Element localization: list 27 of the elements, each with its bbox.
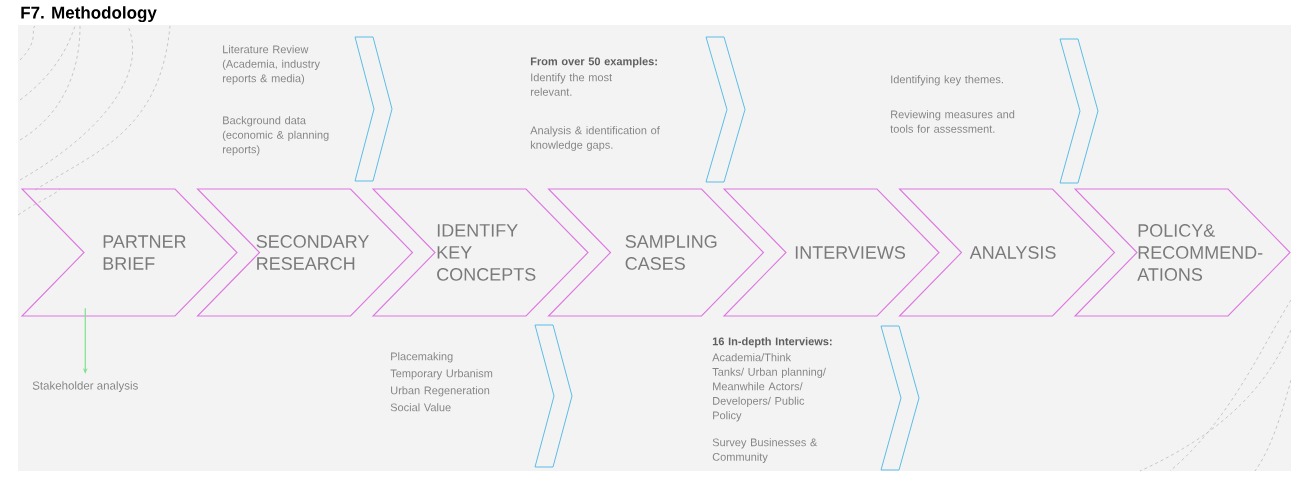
chevron-marker (880, 325, 920, 471)
note-text: Identify the most relevant. (530, 73, 613, 96)
note-text: Reviewing measures and tools for assessment. (890, 110, 1015, 133)
chevron-marker (534, 324, 573, 468)
chevron-step: IDENTIFY KEY CONCEPTS (371, 188, 589, 317)
chevron-step: PARTNER BRIEF (20, 188, 238, 317)
note-text: Social Value (390, 403, 451, 412)
note-text: Academia/Think Tanks/ Urban planning/ Meanwhile Actors/ Developers/ Public Policy (712, 353, 826, 422)
note-text: 16 In-depth Interviews: (712, 337, 832, 348)
chevron-step: SAMPLING CASES (547, 188, 765, 317)
note-text: Survey Businesses & Community (712, 438, 818, 463)
note-text: From over 50 examples: (530, 57, 657, 68)
chevron-step: POLICY& RECOMMEND-ATIONS (1073, 188, 1291, 317)
chevron-marker (354, 36, 393, 182)
chevron-marker (1059, 38, 1099, 184)
note-text: Identifying key themes. (891, 75, 1003, 86)
note-text: Literature Review (Academia, industry reports & media) (222, 45, 320, 85)
note-text: Urban Regeneration (391, 386, 490, 397)
step-note: Stakeholder analysis (32, 381, 138, 392)
chevron-step: SECONDARY RESEARCH (196, 188, 414, 317)
note-text: Placemaking (391, 352, 453, 363)
note-text: Analysis & identification of knowledge gaps. (530, 126, 660, 151)
note-text: Background data (economic & planning reports) (222, 116, 329, 156)
diagram-title: F7. Methodology (21, 6, 157, 23)
note-text: Temporary Urbanism (390, 369, 493, 380)
chevron-marker (705, 36, 746, 183)
chevron-step: INTERVIEWS (722, 188, 940, 317)
